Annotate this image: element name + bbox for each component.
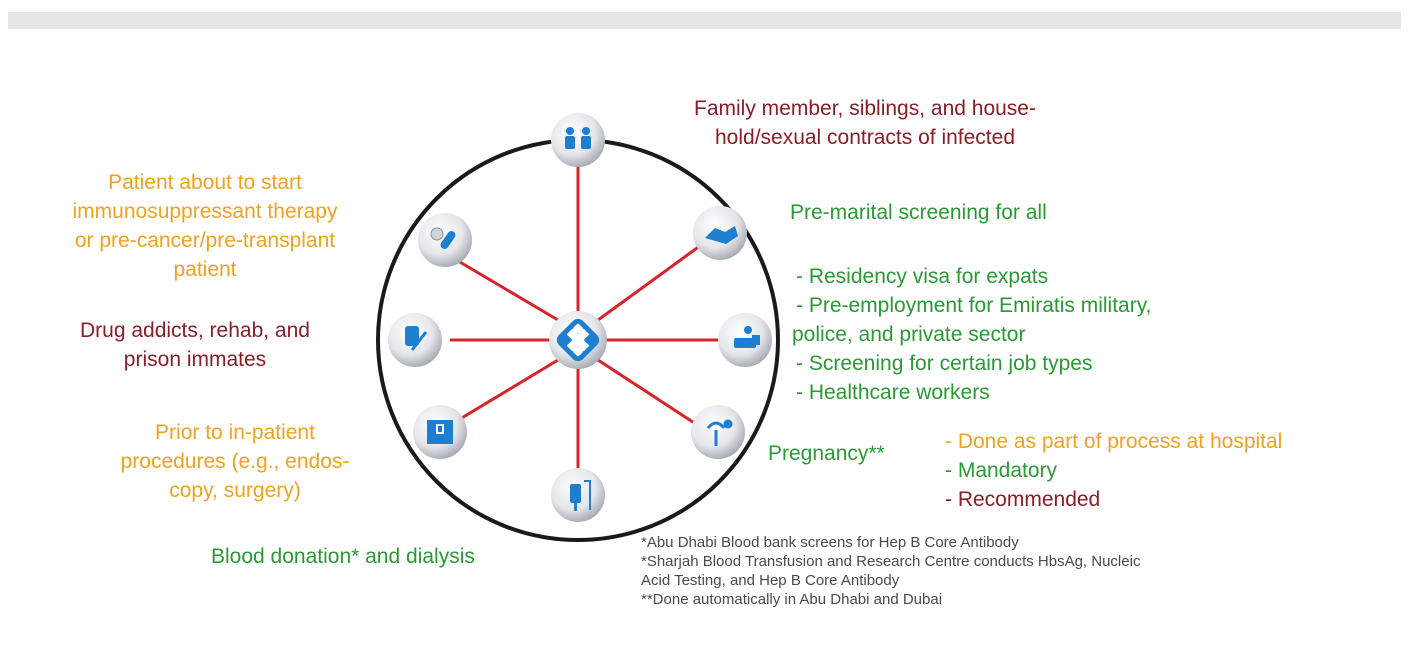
worker-icon	[734, 326, 760, 348]
footnote-line: Acid Testing, and Hep B Core Antibody	[641, 572, 900, 589]
spoke-inpatient	[449, 358, 559, 427]
node-family	[551, 113, 605, 167]
node-drug	[388, 313, 442, 367]
legend-mandatory: - Mandatory	[945, 459, 1058, 482]
spoke-immuno	[452, 256, 559, 322]
label-blood: Blood donation* and dialysis	[211, 545, 475, 568]
node-pregnancy	[691, 405, 745, 459]
label-drug: Drug addicts, rehab, and prison immates	[80, 319, 310, 371]
spoke-premarital	[597, 238, 709, 322]
iv-drip-icon	[570, 480, 591, 511]
legend-recommended: - Recommended	[945, 488, 1101, 511]
stork-icon	[706, 419, 733, 446]
node-inpatient	[413, 405, 467, 459]
label-employment: - Residency visa for expats - Pre-employ…	[792, 265, 1152, 404]
legend: - Done as part of process at hospital - …	[945, 427, 1282, 514]
label-premarital: Pre-marital screening for all	[790, 201, 1047, 224]
family-icon	[565, 127, 591, 149]
node-immuno	[418, 213, 472, 267]
hospital-icon	[427, 420, 453, 444]
top-banner-bar	[8, 12, 1401, 29]
node-premarital	[693, 206, 747, 260]
node-employment	[718, 313, 772, 367]
footnote-line: *Sharjah Blood Transfusion and Research …	[641, 553, 1141, 570]
hub-logo-icon	[556, 318, 600, 362]
handshake-icon	[705, 226, 738, 244]
footnotes: *Abu Dhabi Blood bank screens for Hep B …	[641, 533, 1140, 609]
spokes	[449, 165, 740, 490]
pills-icon	[430, 227, 456, 249]
syringe-icon	[405, 326, 428, 351]
spoke-pregnancy	[597, 358, 706, 432]
label-immuno: Patient about to start immunosuppressant…	[72, 171, 338, 281]
label-inpatient: Prior to in-patient procedures (e.g., en…	[120, 421, 350, 502]
label-family: Family member, siblings, and house- hold…	[694, 97, 1036, 149]
node-blood	[551, 468, 605, 522]
footnote-line: **Done automatically in Abu Dhabi and Du…	[641, 591, 943, 608]
legend-hospital: - Done as part of process at hospital	[945, 430, 1283, 453]
label-pregnancy: Pregnancy**	[768, 442, 885, 465]
footnote-line: *Abu Dhabi Blood bank screens for Hep B …	[641, 534, 1019, 551]
